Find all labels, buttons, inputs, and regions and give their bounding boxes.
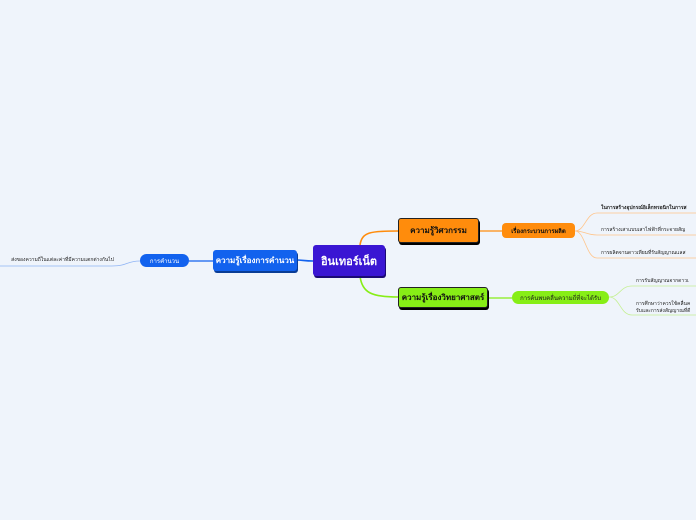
connector-process-leaf-3 <box>574 230 696 259</box>
subtopic-frequency-discovery[interactable]: การค้นพบคลื่นความถี่ที่จะได้รับ <box>512 291 609 304</box>
connector-central-engineering <box>359 230 399 246</box>
subtopic-calculation[interactable]: การคำนวน <box>140 254 189 267</box>
subtopic-frequency-discovery-label: การค้นพบคลื่นความถี่ที่จะได้รับ <box>520 294 601 302</box>
leaf-science-1[interactable]: การรับสัญญาณจากดาวเ <box>636 278 689 284</box>
central-topic-label: อินเทอร์เน็ต <box>320 254 378 268</box>
topic-science[interactable]: ความรู้เรื่องวิทยาศาสตร์ <box>398 287 488 308</box>
connector-process-leaf-1 <box>574 212 696 232</box>
leaf-engineering-3[interactable]: การผลิตจานดาวเทียมที่รับสัญญาณแลส <box>601 250 686 256</box>
central-topic[interactable]: อินเทอร์เน็ต <box>313 245 385 276</box>
topic-engineering[interactable]: ความรู้วิศวกรรม <box>398 218 479 243</box>
connector-central-science <box>359 275 399 298</box>
connector-signal-leaf-1 <box>608 285 696 298</box>
topic-science-label: ความรู้เรื่องวิทยาศาสตร์ <box>401 293 485 302</box>
topic-engineering-label: ความรู้วิศวกรรม <box>410 226 467 235</box>
subtopic-production-process[interactable]: เรื่องกระบวนการผลิต <box>502 223 575 238</box>
connector-process-leaf-2 <box>574 230 696 236</box>
topic-calculation[interactable]: ความรู้เรื่องการคำนวน <box>213 250 297 271</box>
leaf-engineering-1[interactable]: ในการสร้างอุปกรณ์อิเล็กทรอนิกในการส <box>601 205 687 211</box>
leaf-science-3[interactable]: รับและการส่งสัญญาณที่ดี <box>636 308 691 314</box>
connector-central-calculation <box>296 259 314 262</box>
connector-calc-leaf <box>0 260 141 267</box>
subtopic-production-process-label: เรื่องกระบวนการผลิต <box>511 227 566 235</box>
subtopic-calculation-label: การคำนวน <box>149 257 180 265</box>
leaf-science-2[interactable]: การศึกษาว่าควรใช้คลื่นค <box>636 301 691 307</box>
connector-signal-leaf-2 <box>608 296 696 316</box>
topic-calculation-label: ความรู้เรื่องการคำนวน <box>215 256 295 265</box>
leaf-engineering-2[interactable]: การสร้างเสาแบบเสาไฟฟ้าที่กระจายสัญ <box>601 227 686 233</box>
leaf-calculation-1[interactable]: ส่งของความถี่ในแต่ละค่าที่มีความแตกต่างก… <box>11 257 114 263</box>
